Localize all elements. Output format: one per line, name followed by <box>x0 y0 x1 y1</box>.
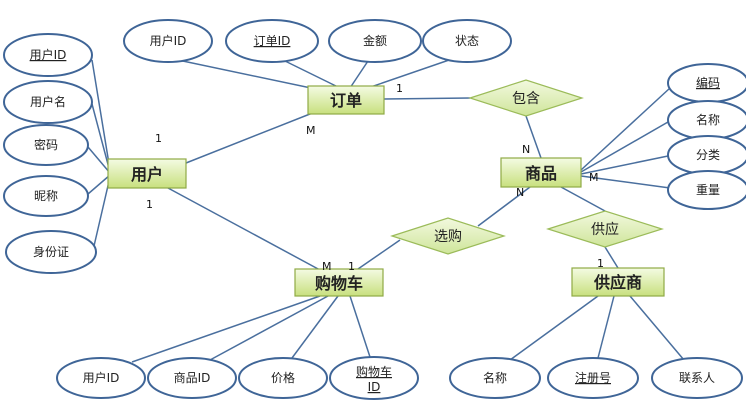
line-contains-prod <box>525 115 542 159</box>
attr-order-id-ellipse <box>225 19 319 63</box>
attr-password: 密码 <box>34 137 58 152</box>
line-user-order <box>185 111 316 164</box>
line-cart-price <box>291 295 339 359</box>
card-order-m: M <box>306 124 316 137</box>
card-cart-select-1: 1 <box>348 260 355 273</box>
line-prod-supply <box>560 186 606 212</box>
entity-order-box <box>307 85 385 115</box>
attr-cart-product-id: 商品ID <box>174 370 211 385</box>
attr-user-name: 用户名 <box>30 94 66 109</box>
line-select-prod <box>477 186 531 227</box>
attr-order-id: 订单ID <box>254 34 291 48</box>
line-password <box>87 146 111 174</box>
line-prod-name <box>580 121 669 173</box>
line-user-id <box>91 59 111 171</box>
attr-cart-id-line1: 购物车 <box>356 364 392 379</box>
entity-cart-box <box>294 268 384 297</box>
attr-user-id: 用户ID <box>30 47 67 62</box>
attr-cart-id-line2: ID <box>368 380 381 394</box>
rel-contains-diamond <box>468 79 584 117</box>
attr-user-id-ellipse <box>3 33 93 77</box>
line-cart-select <box>357 239 401 270</box>
attr-id-card-ellipse <box>5 230 97 274</box>
line-order-attr-amt <box>349 60 369 89</box>
line-sup-contact <box>629 295 685 361</box>
line-supply-sup <box>604 246 619 269</box>
card-order-contains-1: 1 <box>396 82 403 95</box>
cardinality-group: 1 M 1 N 1 M 1 N M 1 <box>146 82 604 273</box>
card-product-supply-m: M <box>589 171 599 184</box>
attr-id-card: 身份证 <box>33 244 69 259</box>
line-order-attr-uid <box>177 59 331 93</box>
attr-amount: 金额 <box>363 33 387 48</box>
attr-weight-ellipse <box>667 170 746 210</box>
attr-order-user-id-ellipse <box>123 19 213 63</box>
attr-nickname-ellipse <box>3 175 89 217</box>
entity-order: 订单 <box>330 91 362 110</box>
line-user-name <box>91 103 111 173</box>
attr-product-name: 名称 <box>696 112 720 127</box>
line-id-card <box>93 176 111 247</box>
line-nickname <box>87 174 111 195</box>
rel-select: 选购 <box>434 229 462 245</box>
attr-weight: 重量 <box>696 183 720 197</box>
line-order-contains <box>383 97 471 100</box>
card-product-contains-n: N <box>522 143 530 156</box>
line-order-attr-st <box>361 58 453 91</box>
card-user-cart-1: 1 <box>146 198 153 211</box>
entity-cart: 购物车 <box>315 274 363 293</box>
line-sup-name <box>509 295 599 361</box>
attr-contact: 联系人 <box>679 371 715 385</box>
entity-user-box <box>107 158 187 189</box>
attr-supplier-name: 名称 <box>483 370 507 385</box>
relationship-group: 包含 选购 供应 <box>390 79 664 255</box>
attr-password-ellipse <box>3 124 89 166</box>
attr-reg-no: 注册号 <box>575 370 611 385</box>
attribute-group: 用户ID 用户名 密码 昵称 身份证 用户ID 订单ID 金额 状态 编码 名称… <box>3 19 746 400</box>
rel-select-diamond <box>390 217 506 255</box>
attr-price-ellipse <box>238 357 328 399</box>
entity-supplier: 供应商 <box>593 273 642 292</box>
attr-amount-ellipse <box>328 19 422 63</box>
card-user-order-1: 1 <box>155 132 162 145</box>
entity-supplier-box <box>571 267 665 297</box>
card-supplier-1: 1 <box>597 257 604 270</box>
line-prod-code <box>580 87 671 171</box>
card-cart-m: M <box>322 260 332 273</box>
line-order-attr-oid <box>284 60 341 89</box>
line-cart-pid <box>209 295 329 361</box>
entity-product: 商品 <box>525 164 557 183</box>
attr-cart-user-id-ellipse <box>56 357 146 399</box>
attr-cart-user-id: 用户ID <box>83 370 120 385</box>
attr-status-ellipse <box>422 19 512 63</box>
line-sup-reg <box>597 295 615 359</box>
line-prod-cat <box>580 155 669 175</box>
line-cart-cid <box>349 295 371 358</box>
card-product-select-n: N <box>516 186 524 199</box>
entity-product-box <box>500 157 582 188</box>
attr-nickname: 昵称 <box>34 189 58 203</box>
attr-cart-product-id-ellipse <box>147 357 237 399</box>
connector-lines <box>87 58 685 363</box>
attr-order-user-id: 用户ID <box>150 33 187 48</box>
attr-reg-no-ellipse <box>547 357 639 399</box>
rel-contains: 包含 <box>512 91 540 107</box>
attr-contact-ellipse <box>651 357 743 399</box>
line-prod-weight <box>580 175 671 189</box>
attr-price: 价格 <box>271 370 295 385</box>
attr-cart-id-ellipse <box>329 356 419 400</box>
line-user-cart <box>167 187 321 271</box>
attr-supplier-name-ellipse <box>449 357 541 399</box>
rel-supply-diamond <box>546 210 664 248</box>
attr-status: 状态 <box>455 34 479 48</box>
attr-category: 分类 <box>696 148 720 162</box>
line-cart-uid <box>131 295 321 363</box>
rel-supply: 供应 <box>591 221 619 238</box>
entity-user: 用户 <box>131 165 163 184</box>
attr-user-name-ellipse <box>3 80 93 124</box>
attr-code: 编码 <box>696 75 720 90</box>
entity-group: 订单 用户 商品 购物车 供应商 <box>107 85 665 297</box>
